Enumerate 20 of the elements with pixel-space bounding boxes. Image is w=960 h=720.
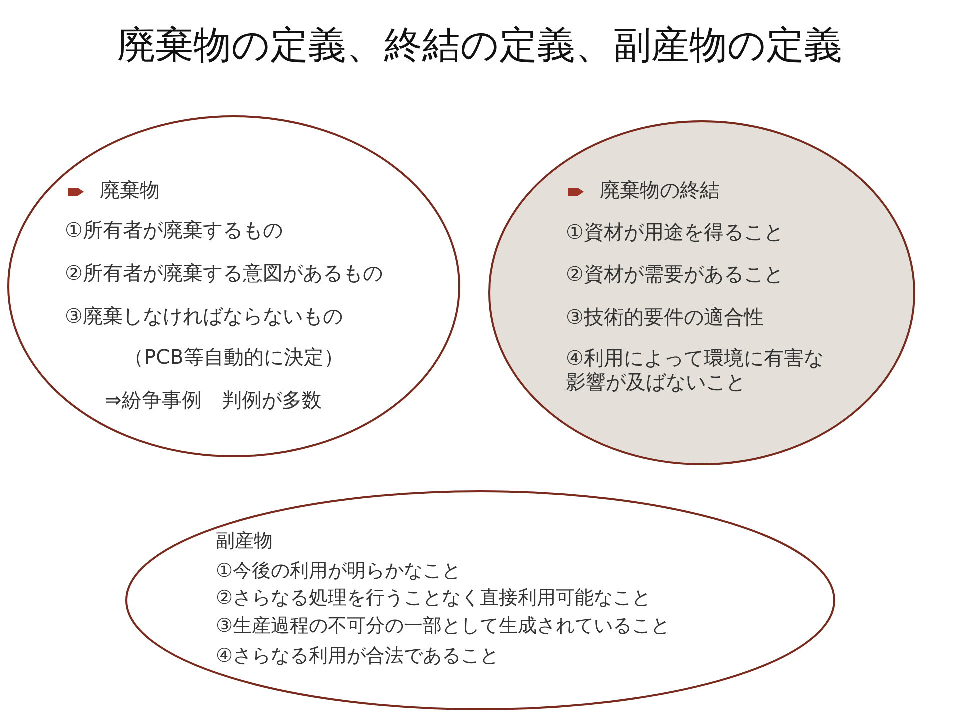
heading: 廃棄物の終結: [600, 178, 720, 202]
list-item: ③生産過程の不可分の一部として生成されていること: [216, 615, 670, 638]
title: 廃棄物の定義、終結の定義、副産物の定義: [116, 22, 844, 69]
list-item: ⇒紛争事例 判例が多数: [105, 388, 322, 412]
list-item: ①所有者が廃棄するもの: [65, 218, 283, 242]
heading: 副産物: [216, 530, 273, 553]
list-item: ③技術的要件の適合性: [566, 305, 764, 329]
list-item: ④利用によって環境に有害な影響が及ばないこと: [566, 346, 825, 394]
list-item: （PCB等自動的に決定）: [123, 345, 345, 369]
oval: [488, 120, 916, 466]
oval: [7, 115, 461, 458]
list-item: ②さらなる処理を行うことなく直接利用可能なこと: [216, 587, 652, 610]
list-item: ①今後の利用が明らかなこと: [216, 560, 462, 583]
list-item: ④さらなる利用が合法であること: [216, 645, 500, 668]
list-item: ①資材が用途を得ること: [566, 220, 784, 244]
oval: [125, 490, 836, 711]
list-item: ③廃棄しなければならないもの: [65, 304, 343, 328]
heading: 廃棄物: [100, 178, 160, 202]
list-item: ②所有者が廃棄する意図があるもの: [65, 261, 383, 285]
list-item: ②資材が需要があること: [566, 262, 784, 286]
